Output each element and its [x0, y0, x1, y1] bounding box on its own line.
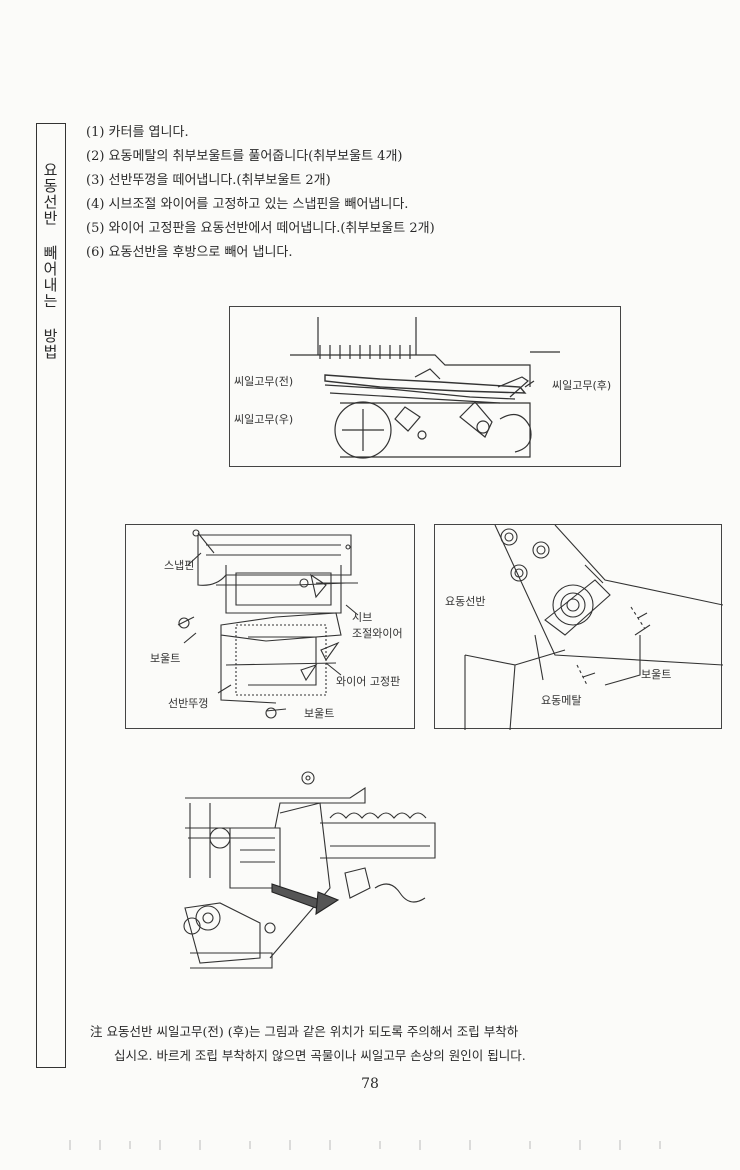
label-sieve-wire-2: 조절와이어	[352, 627, 403, 640]
figure-parts-exploded: 스냅핀 보울트 선반뚜껑 시브 조절와이어 와이어 고정판 보울트	[125, 524, 415, 729]
label-rear-seal: 씨일고무(후)	[552, 379, 612, 392]
seal-rubber-drawing	[290, 317, 560, 459]
label-bolt: 보울트	[641, 668, 672, 681]
step-6: (6) 요동선반을 후방으로 빼어 냅니다.	[86, 245, 293, 260]
note-text-1: 요동선반 씨일고무(전) (후)는 그림과 같은 위치가 되도록 주의해서 조립…	[106, 1024, 519, 1039]
label-front-seal: 씨일고무(전)	[234, 375, 294, 388]
label-bolt-bottom: 보울트	[304, 707, 335, 720]
page-number: 78	[361, 1076, 379, 1092]
parts-exploded-drawing	[177, 529, 359, 719]
step-4: (4) 시브조절 와이어를 고정하고 있는 스냅핀을 빼어냅니다.	[86, 197, 409, 212]
step-1: (1) 카터를 엽니다.	[86, 125, 189, 140]
sidebar-title: 요동선반 빼어내는 방법	[41, 162, 59, 360]
scan-artifact	[69, 1140, 661, 1150]
sidebar-title-box: 요동선반 빼어내는 방법	[36, 123, 66, 1068]
figure-shelf-metal: 요동선반 보울트 요동메탈	[434, 524, 723, 730]
note-marker: 注	[90, 1024, 103, 1039]
label-right-seal: 씨일고무(우)	[234, 413, 294, 426]
steps-list: (1) 카터를 엽니다. (2) 요동메탈의 취부보울트를 풀어줍니다(취부보울…	[86, 121, 435, 265]
label-shelf: 요동선반	[445, 595, 486, 608]
step-2: (2) 요동메탈의 취부보울트를 풀어줍니다(취부보울트 4개)	[86, 149, 403, 164]
step-5: (5) 와이어 고정판을 요동선반에서 떼어냅니다.(취부보울트 2개)	[86, 221, 435, 236]
caution-note: 注 요동선반 씨일고무(전) (후)는 그림과 같은 위치가 되도록 주의해서 …	[90, 1020, 526, 1068]
label-snap-pin: 스냅핀	[164, 559, 195, 572]
label-sieve-wire-1: 시브	[352, 611, 373, 624]
label-wire-plate: 와이어 고정판	[336, 675, 401, 688]
figure-seal-rubber: 씨일고무(전) 씨일고무(우) 씨일고무(후)	[229, 306, 621, 467]
note-text-2: 십시오. 바르게 조립 부착하지 않으면 곡물이나 씨일고무 손상의 원인이 됩…	[114, 1048, 526, 1063]
label-bolt-left: 보울트	[150, 652, 181, 665]
step-3: (3) 선반뚜껑을 떼어냅니다.(취부보울트 2개)	[86, 173, 331, 188]
label-metal: 요동메탈	[541, 694, 582, 707]
note-line-1: 注 요동선반 씨일고무(전) (후)는 그림과 같은 위치가 되도록 주의해서 …	[90, 1020, 526, 1044]
machine-illustration	[183, 771, 436, 969]
label-cover: 선반뚜껑	[168, 697, 209, 710]
shelf-metal-drawing	[464, 525, 723, 730]
